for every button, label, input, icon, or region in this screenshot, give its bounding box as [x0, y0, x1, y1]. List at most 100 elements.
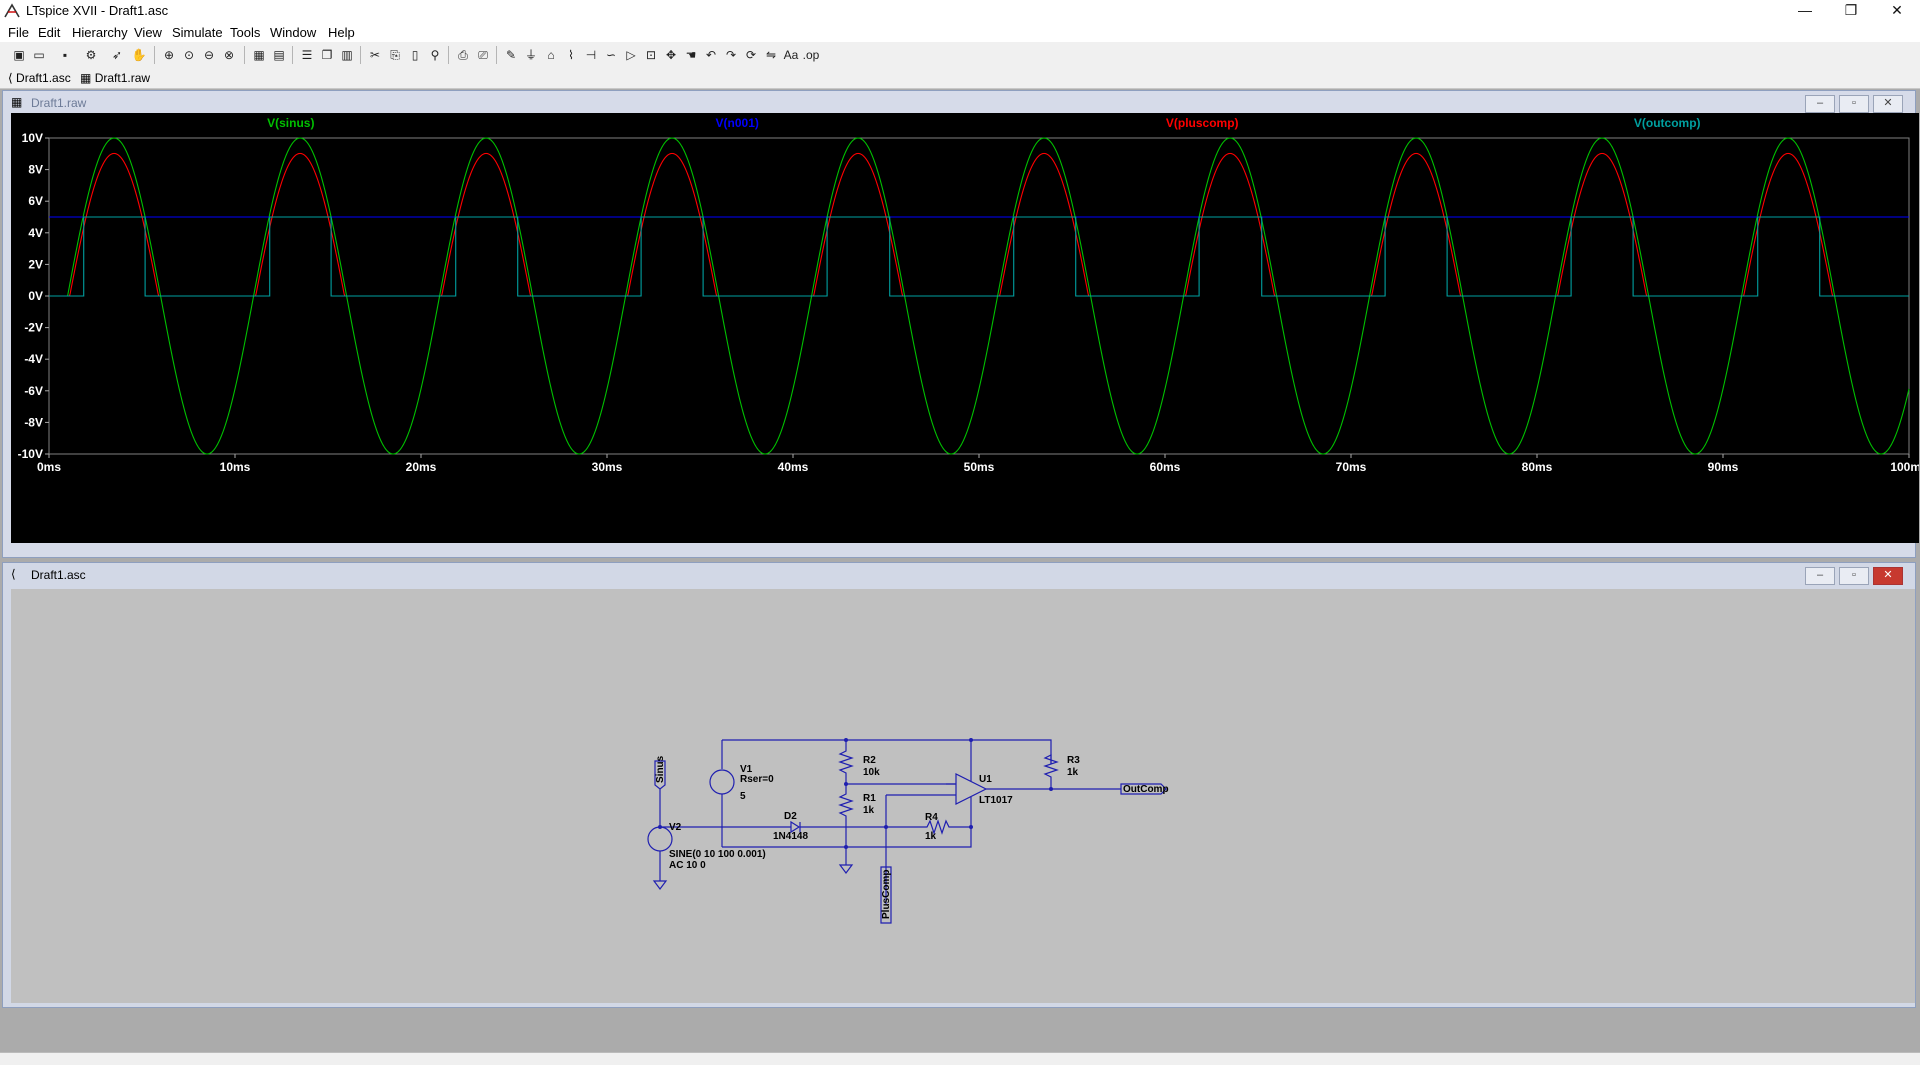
zoom-pan-icon[interactable]: ⊙ — [183, 48, 195, 62]
redo-icon[interactable]: ↷ — [725, 48, 737, 62]
rotate-icon[interactable]: ⟳ — [745, 48, 757, 62]
pluscomp-net-flag[interactable] — [880, 866, 892, 924]
close-button[interactable]: ✕ — [1891, 2, 1903, 18]
r3-symbol[interactable] — [1043, 754, 1059, 789]
y-tick-label: -8V — [24, 415, 43, 429]
component-icon[interactable]: ⊡ — [645, 48, 657, 62]
tile-horizontal-icon[interactable]: ☰ — [301, 48, 313, 62]
r2-name-label: R2 — [863, 755, 876, 766]
schematic-drawing[interactable]: V1 Rser=0 5 V2 SINE(0 10 100 0.001) AC 1… — [11, 589, 1915, 1003]
print-preview-icon[interactable]: ⎚ — [478, 48, 488, 62]
paste-icon[interactable]: ▯ — [411, 48, 419, 62]
series-line-vpluscomp — [49, 152, 1909, 297]
y-tick-label: -10V — [18, 447, 43, 461]
drag-icon[interactable]: ☚ — [685, 48, 697, 62]
schematic-window-header: ⟨ Draft1.asc – ▫ ✕ — [3, 563, 1915, 585]
menu-edit[interactable]: Edit — [38, 25, 61, 40]
v1-source-symbol[interactable] — [709, 769, 735, 795]
zoom-in-icon[interactable]: ⊕ — [163, 48, 175, 62]
schematic-minimize-button[interactable]: – — [1805, 567, 1835, 585]
restore-button[interactable]: ❐ — [1844, 2, 1858, 18]
r4-symbol[interactable] — [921, 819, 971, 835]
control-panel-icon[interactable]: ⚙ — [85, 48, 97, 62]
x-tick-label: 40ms — [778, 460, 809, 474]
waveform-minimize-button[interactable]: – — [1805, 95, 1835, 113]
x-tick-label: 0ms — [37, 460, 61, 474]
series-line-vsinus — [49, 137, 1910, 455]
x-tick-label: 100ms — [1890, 460, 1919, 474]
cascade-icon[interactable]: ❐ — [321, 48, 333, 62]
schematic-canvas[interactable]: V1 Rser=0 5 V2 SINE(0 10 100 0.001) AC 1… — [11, 589, 1915, 1003]
menu-file[interactable]: File — [8, 25, 29, 40]
find-icon[interactable]: ⚲ — [430, 48, 440, 62]
inductor-icon[interactable]: ∽ — [605, 48, 617, 62]
schematic-close-button[interactable]: ✕ — [1873, 567, 1903, 585]
r4-value-label: 1k — [925, 831, 937, 842]
series-line-voutcomp — [49, 216, 1909, 297]
menu-help[interactable]: Help — [328, 25, 355, 40]
tab-draft1-asc[interactable]: ⟨ Draft1.asc — [8, 71, 71, 85]
legend-vsinus: V(sinus) — [267, 116, 314, 130]
minimize-button[interactable]: — — [1798, 2, 1812, 18]
d2-value-label: 1N4148 — [773, 831, 808, 842]
capacitor-icon[interactable]: ⊣ — [585, 48, 597, 62]
y-tick-label: -4V — [24, 352, 43, 366]
grid-icon[interactable]: ▤ — [273, 48, 285, 62]
autorange-icon[interactable]: ▦ — [253, 48, 265, 62]
menu-simulate[interactable]: Simulate — [172, 25, 223, 40]
legend-vpluscomp: V(pluscomp) — [1166, 116, 1239, 130]
run-icon[interactable]: ➶ — [111, 48, 123, 62]
schematic-maximize-button[interactable]: ▫ — [1839, 567, 1869, 585]
v2-ac-label: AC 10 0 — [669, 860, 706, 871]
print-icon[interactable]: ⎙ — [458, 48, 468, 62]
copy-icon[interactable]: ⎘ — [390, 48, 400, 62]
tile-vertical-icon[interactable]: ▥ — [341, 48, 353, 62]
r1-symbol[interactable] — [838, 784, 854, 847]
y-tick-label: 10V — [22, 131, 43, 145]
ground-icon[interactable]: ⏚ — [524, 48, 537, 62]
menu-tools[interactable]: Tools — [230, 25, 261, 40]
schematic-window-icon: ⟨ — [11, 567, 16, 581]
waveform-window-title: Draft1.raw — [31, 96, 87, 110]
zoom-fit-icon[interactable]: ⊗ — [223, 48, 235, 62]
menu-window[interactable]: Window — [270, 25, 317, 40]
x-tick-label: 30ms — [592, 460, 623, 474]
u1-opamp-symbol[interactable] — [955, 773, 988, 805]
spice-directive-icon[interactable]: .op — [802, 48, 820, 62]
menu-view[interactable]: View — [134, 25, 162, 40]
window-title: LTspice XVII - Draft1.asc — [26, 3, 169, 18]
open-icon[interactable]: ▭ — [33, 48, 45, 62]
legend-vn001: V(n001) — [716, 116, 759, 130]
move-icon[interactable]: ✥ — [665, 48, 677, 62]
zoom-out-icon[interactable]: ⊖ — [203, 48, 215, 62]
wire-icon[interactable]: ✎ — [505, 48, 517, 62]
outcomp-net-flag[interactable] — [1120, 783, 1167, 795]
mirror-icon[interactable]: ⇋ — [765, 48, 777, 62]
waveform-close-button[interactable]: ✕ — [1873, 95, 1903, 113]
x-tick-label: 10ms — [220, 460, 251, 474]
tab-draft1-raw[interactable]: ▦ Draft1.raw — [80, 71, 150, 85]
cut-icon[interactable]: ✂ — [369, 48, 381, 62]
new-schematic-icon[interactable]: ▣ — [13, 48, 25, 62]
r2-symbol[interactable] — [838, 740, 854, 784]
text-icon[interactable]: Aa — [783, 48, 799, 62]
menu-hierarchy[interactable]: Hierarchy — [72, 25, 128, 40]
r4-name-label: R4 — [925, 812, 938, 823]
sinus-net-flag[interactable] — [654, 760, 666, 790]
undo-icon[interactable]: ↶ — [705, 48, 717, 62]
resistor-icon[interactable]: ⌇ — [568, 48, 574, 62]
label-icon[interactable]: ⌂ — [547, 48, 555, 62]
diode-icon[interactable]: ▷ — [626, 48, 636, 62]
r3-value-label: 1k — [1067, 767, 1079, 778]
waveform-maximize-button[interactable]: ▫ — [1839, 95, 1869, 113]
save-icon[interactable]: ▪ — [62, 48, 68, 62]
v1-rser-label: Rser=0 — [740, 774, 774, 785]
document-tabs: ⟨ Draft1.asc ▦ Draft1.raw — [0, 68, 1920, 89]
r1-name-label: R1 — [863, 793, 876, 804]
schematic-window: ⟨ Draft1.asc – ▫ ✕ — [2, 562, 1916, 1008]
halt-icon[interactable]: ✋ — [131, 48, 147, 62]
r3-name-label: R3 — [1067, 755, 1080, 766]
